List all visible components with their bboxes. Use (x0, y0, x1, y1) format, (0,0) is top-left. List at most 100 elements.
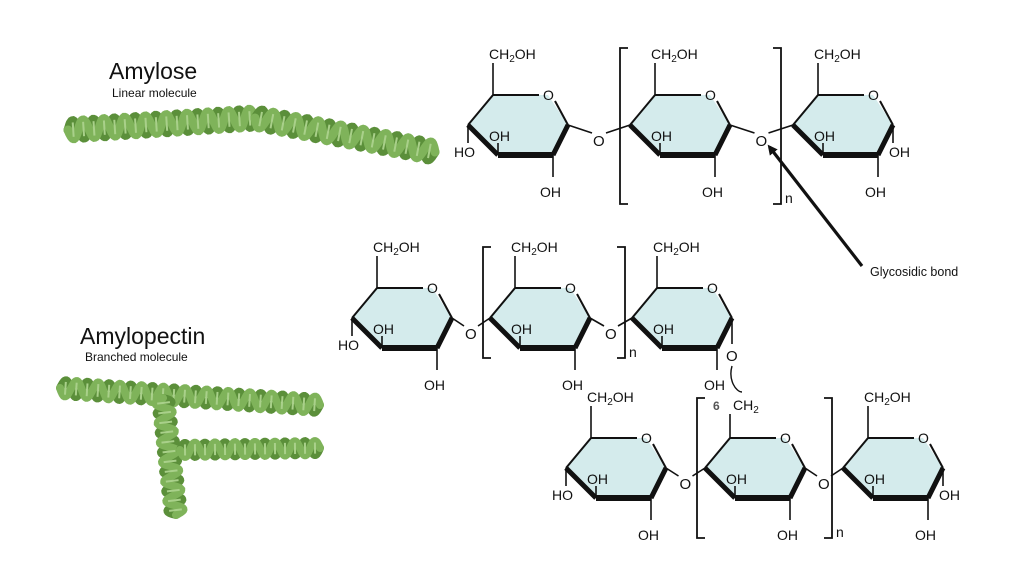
ring-bond-bold (350, 316, 384, 350)
ring-bond (351, 287, 378, 319)
ring-bond-bold (791, 123, 825, 157)
helix-highlight (166, 488, 180, 493)
glycosidic-oxygen: O (593, 133, 605, 150)
bond (804, 467, 818, 477)
ch2oh-label: CH2OH (511, 239, 558, 258)
helix-highlight (165, 116, 169, 131)
helix-highlight (196, 114, 200, 129)
oh-label: OH (814, 128, 835, 144)
bond (605, 124, 631, 134)
ch2oh-label: CH2OH (587, 389, 634, 408)
ho-label: HO (552, 487, 573, 503)
ring-fill (352, 288, 452, 348)
helix-highlight (64, 381, 67, 395)
bond (477, 317, 491, 327)
ring-bond (554, 100, 569, 126)
helix-highlight (157, 401, 171, 405)
repeat-bracket-left (482, 246, 491, 359)
oh-label: OH (511, 321, 532, 337)
branch-connector (730, 365, 743, 393)
ch2oh-label: CH2OH (864, 389, 911, 408)
repeat-bracket-left (696, 397, 705, 539)
helix-highlight (280, 116, 286, 131)
helix-highlight (227, 112, 231, 127)
amylose-title: Amylose (109, 58, 198, 84)
ring-oxygen-label: O (565, 280, 576, 296)
helix-highlight (158, 410, 172, 415)
helix-highlight (165, 479, 179, 483)
helix-highlight (248, 393, 251, 407)
ring-bond (489, 287, 516, 319)
amylopectin-helix-side (176, 437, 324, 461)
ring-bond-bold (434, 316, 455, 350)
ring-bond (718, 293, 733, 319)
ho-label: HO (338, 337, 359, 353)
oh-label: OH (424, 377, 445, 393)
helix-highlight (303, 120, 308, 135)
glycosidic-oxygen: O (756, 133, 768, 150)
helix-highlight (348, 128, 353, 144)
helix-highlight (269, 395, 273, 409)
amylopectin-title: Amylopectin (80, 323, 206, 349)
ch2-label: CH2 (733, 397, 759, 416)
helix-highlight (82, 121, 86, 137)
bond (729, 124, 755, 134)
ring-oxygen-label: O (705, 87, 716, 103)
ring-bond-bold (925, 466, 946, 500)
helix-highlight (393, 137, 398, 152)
oh-label: OH (489, 128, 510, 144)
ring-fill (566, 438, 666, 498)
helix-highlight (150, 387, 154, 401)
repeat-n-label: n (629, 344, 637, 360)
ring-bond (565, 437, 592, 469)
amylopectin-helix-branch (151, 394, 188, 519)
oh-label: OH (864, 471, 885, 487)
glucose-ring: O CH2OH OH OH HO (552, 389, 669, 543)
ring-oxygen-label: O (918, 430, 929, 446)
helix-highlight (167, 498, 181, 503)
helix-highlight (370, 133, 376, 148)
ring-bond-bold (572, 316, 593, 350)
helix-highlight (325, 124, 331, 140)
oh-label: OH (702, 184, 723, 200)
amylose-helix (250, 105, 440, 165)
ring-bond (629, 94, 656, 126)
helix-highlight (92, 121, 96, 136)
helix-highlight (183, 389, 186, 403)
ch2oh-label: CH2OH (373, 239, 420, 258)
ring-bond-bold (875, 123, 896, 157)
oh-label: OH (939, 487, 960, 503)
ring-fill (468, 95, 568, 155)
oh-label: OH (653, 321, 674, 337)
ring-oxygen-label: O (641, 430, 652, 446)
helix-highlight (237, 393, 241, 407)
glycosidic-bond-label: Glycosidic bond (870, 265, 959, 279)
helix-highlight (215, 391, 219, 405)
ring-bond (792, 94, 819, 126)
bond (692, 467, 706, 477)
helix-highlight (259, 394, 262, 408)
ring-bond (929, 443, 944, 469)
glycosidic-oxygen: O (465, 326, 477, 343)
helix-highlight (107, 384, 111, 398)
bond (665, 467, 679, 477)
oh-label: OH (540, 184, 561, 200)
repeat-bracket-right (617, 246, 626, 359)
helix-highlight (159, 420, 173, 425)
ring-bond-bold (712, 123, 733, 157)
helix-strand-front (250, 107, 440, 163)
ring-fill (793, 95, 893, 155)
ring-bond (652, 443, 667, 469)
helix-highlight (206, 113, 210, 129)
ring-bond-bold (714, 316, 735, 350)
oh-label: OH (638, 527, 659, 543)
oh-label: OH (587, 471, 608, 487)
helix-illustrations (56, 104, 440, 519)
ch2oh-label: CH2OH (653, 239, 700, 258)
